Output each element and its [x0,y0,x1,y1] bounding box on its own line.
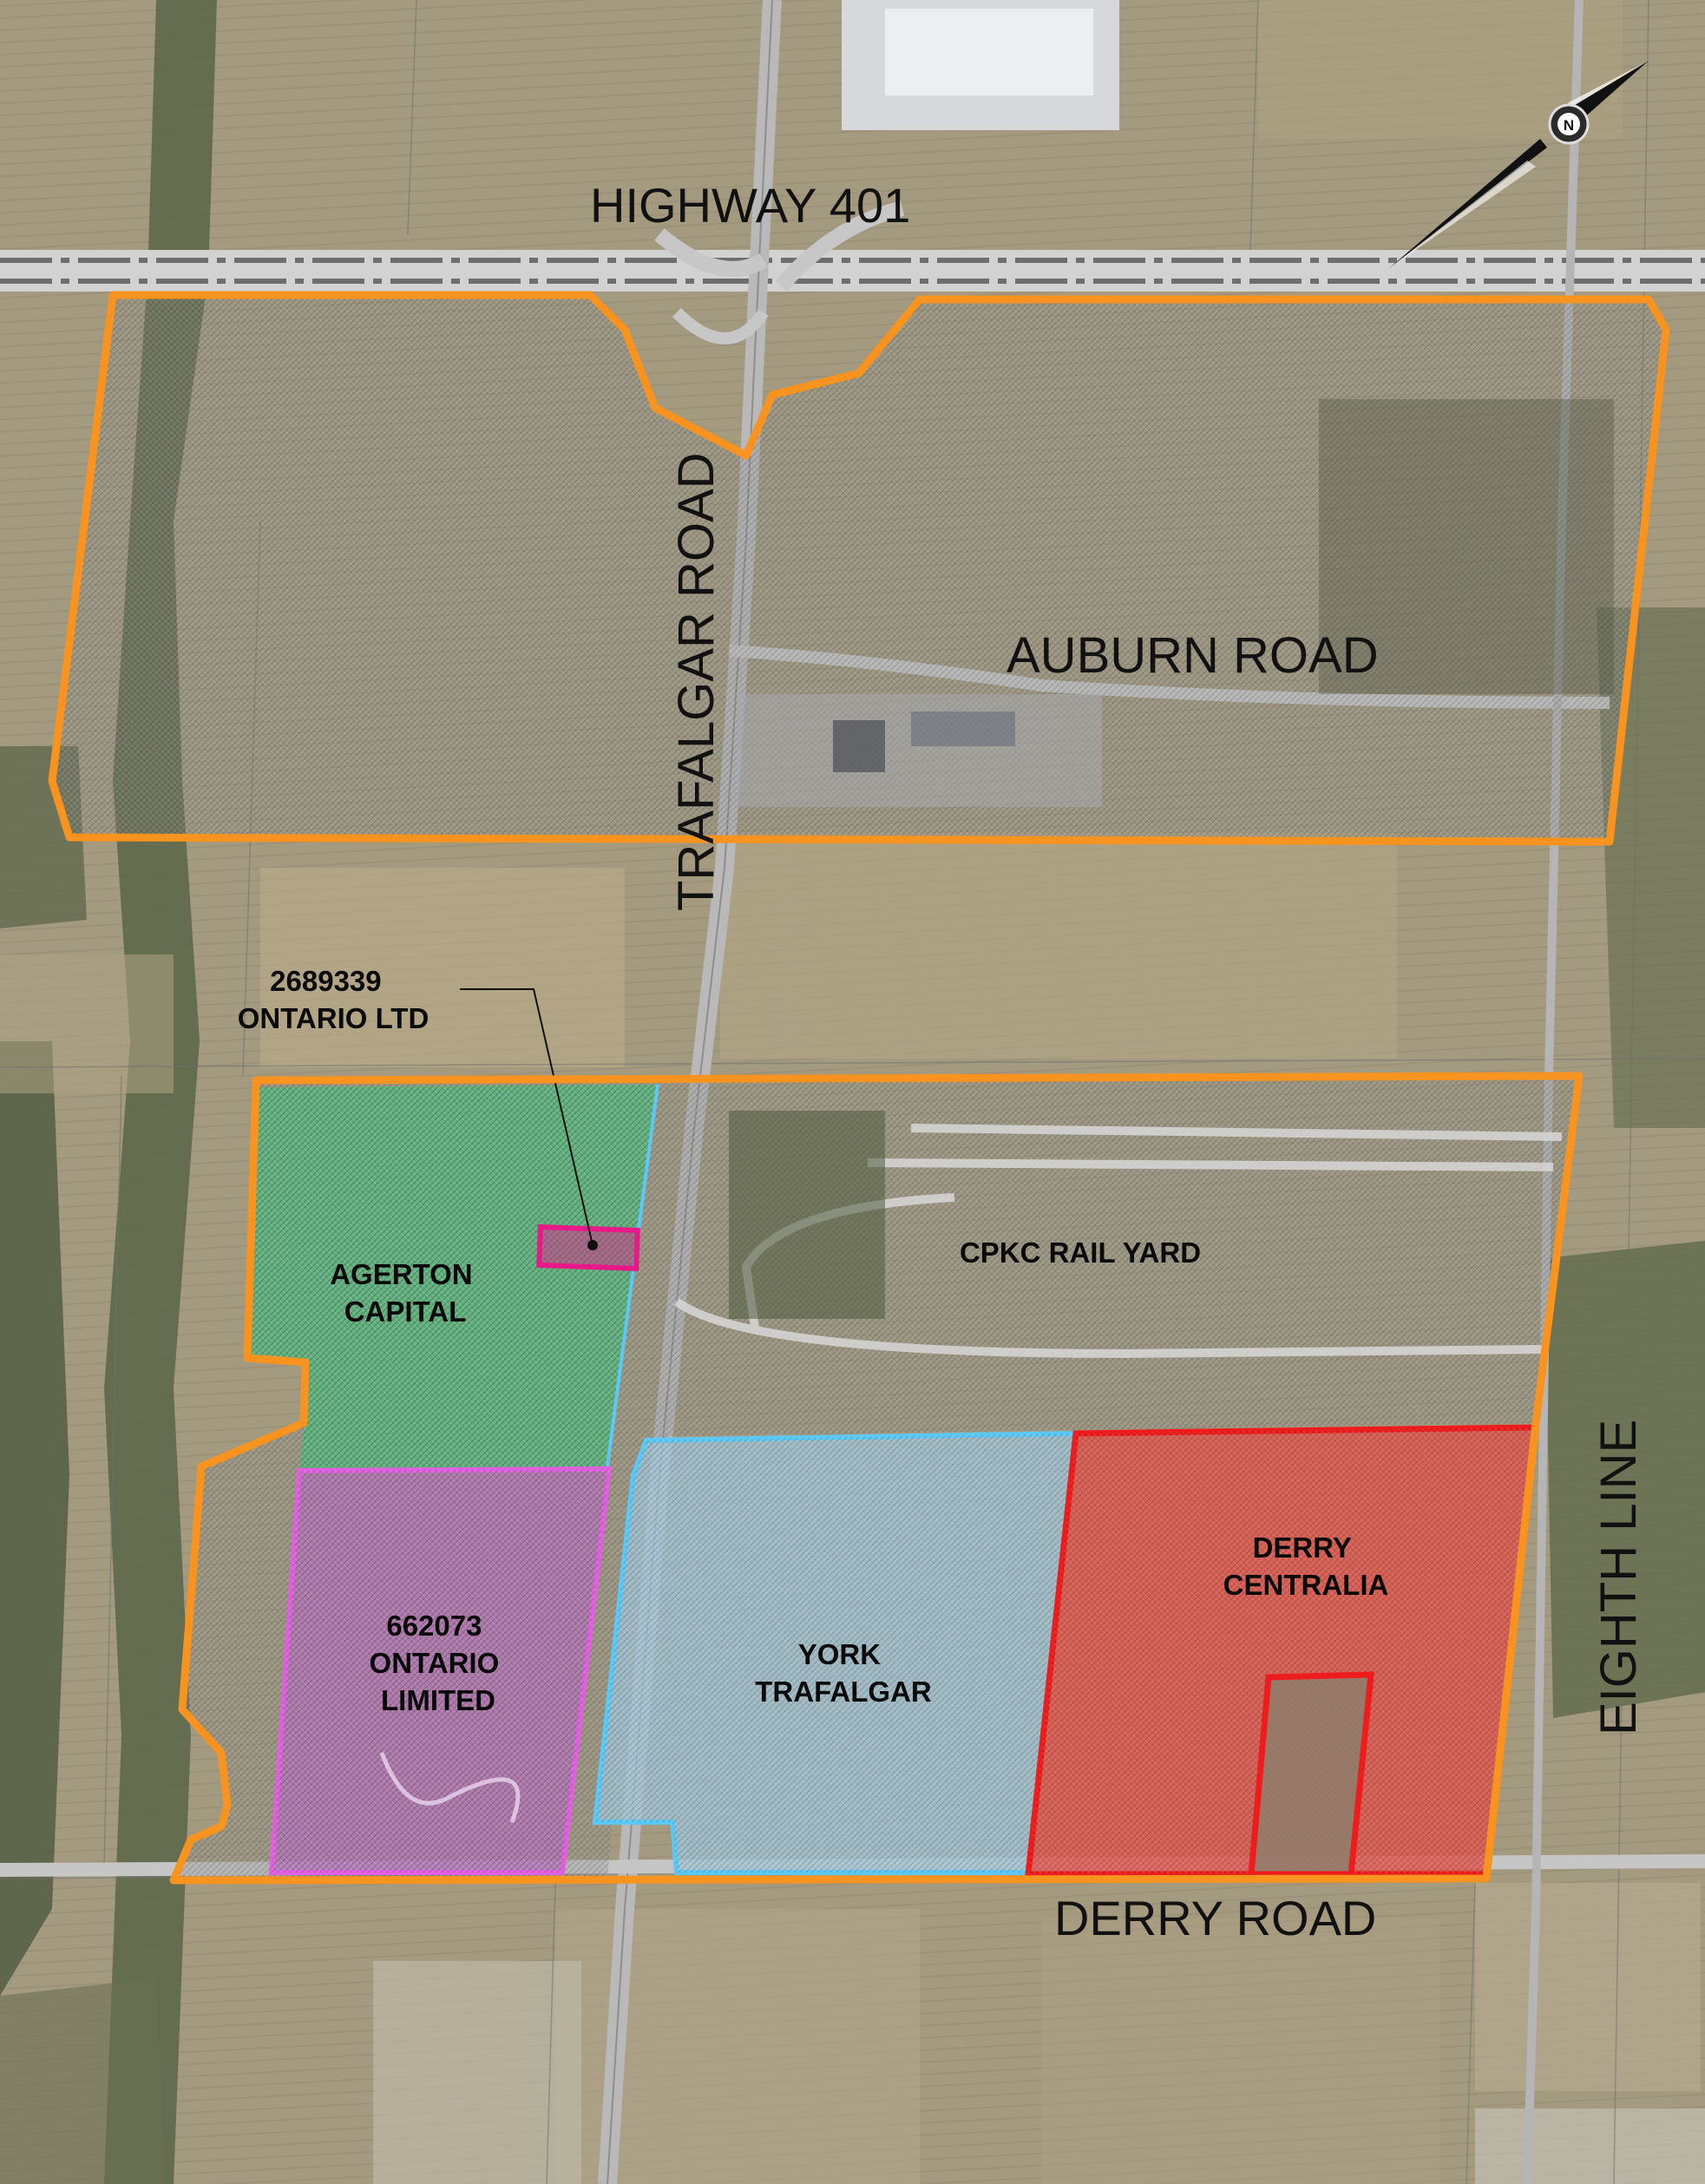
north-study-area [48,291,1670,846]
label-2689339-ontario-ltd: 2689339 ONTARIO LTD [238,965,430,1034]
south-study-area [169,988,1584,1885]
label-highway-401: HIGHWAY 401 [590,178,910,233]
leader-line [460,988,593,1246]
label-trafalgar-road: TRAFALGAR ROAD [668,452,725,911]
road-labels: HIGHWAY 401 TRAFALGAR ROAD AUBURN ROAD D… [590,178,1647,1945]
label-york-trafalgar: YORK TRAFALGAR [755,1638,932,1708]
label-662073-ontario-limited: 662073 ONTARIO LIMITED [370,1610,508,1716]
label-derry-centralia: DERRY CENTRALIA [1223,1531,1389,1601]
label-auburn-road: AUBURN ROAD [1007,627,1379,684]
north-arrow-letter: N [1564,117,1574,134]
derry-excluded-parcel [1248,1671,1374,1878]
north-arrow-icon: N [1388,61,1649,269]
label-cpkc-rail-yard: CPKC RAIL YARD [960,1236,1201,1269]
label-derry-road: DERRY ROAD [1054,1891,1376,1945]
parcel-labels: AGERTON CAPITAL 2689339 ONTARIO LTD CPKC… [238,965,1389,1716]
label-eighth-line: EIGHTH LINE [1590,1420,1647,1735]
label-agerton-capital: AGERTON CAPITAL [330,1258,481,1328]
